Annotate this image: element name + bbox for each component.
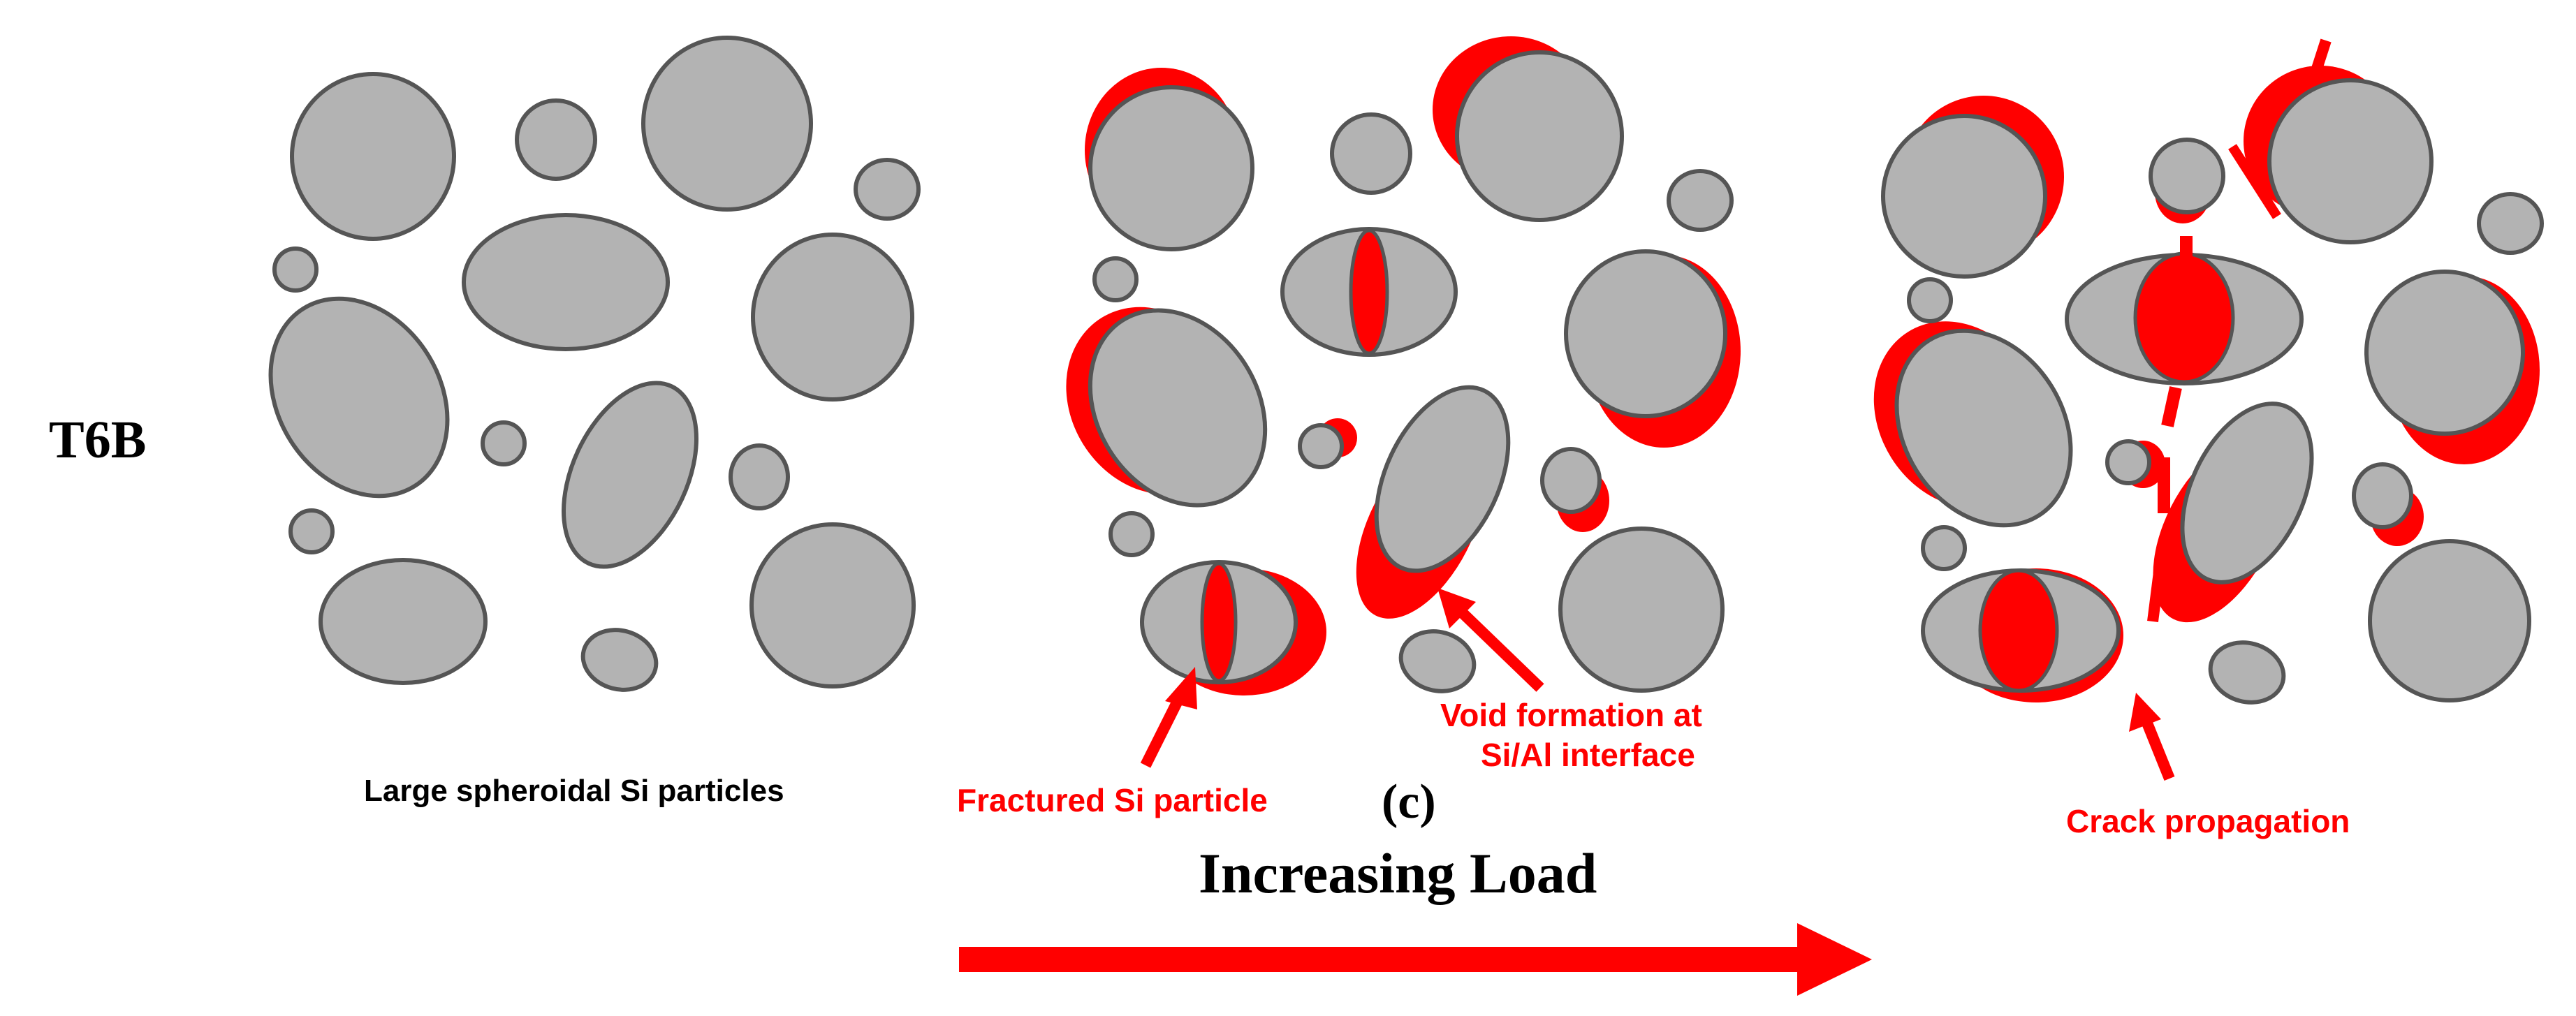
- si-particle: [290, 72, 456, 241]
- condition-label: T6B: [49, 411, 146, 469]
- si-particle: [2180, 402, 2314, 584]
- si-particle: [1894, 328, 2073, 528]
- si-particle: [2352, 462, 2413, 529]
- si-particle: [1907, 277, 1953, 323]
- si-particle: [854, 158, 921, 221]
- si-particle: [515, 98, 597, 181]
- panel-label: (c): [1382, 775, 1436, 829]
- si-particle: [1374, 385, 1511, 573]
- si-particle: [2267, 78, 2434, 244]
- particle-crack: [1351, 230, 1387, 353]
- particle-crack: [2135, 253, 2233, 382]
- si-particle: [2149, 138, 2225, 214]
- si-particle: [1667, 169, 1734, 232]
- si-particle: [1088, 85, 1254, 251]
- particle-crack-outline: [1349, 228, 1389, 355]
- crack-pointer-arrow: [2129, 693, 2175, 781]
- si-particle: [1088, 308, 1268, 508]
- si-particle: [580, 628, 659, 692]
- fracture-pointer-arrow: [1140, 667, 1197, 768]
- si-particle: [1108, 511, 1155, 557]
- si-particle: [1558, 527, 1725, 693]
- si-particle: [319, 558, 488, 685]
- si-particle: [1298, 423, 1344, 469]
- si-particle: [1092, 256, 1139, 302]
- si-particle: [1921, 525, 1967, 571]
- si-particle: [2105, 439, 2151, 485]
- stage-initial: [268, 36, 921, 692]
- si-particle: [288, 508, 335, 554]
- si-particle: [272, 246, 319, 293]
- si-particle: [2364, 270, 2525, 436]
- si-particle: [1540, 447, 1602, 514]
- crack-path: [2147, 38, 2332, 623]
- si-particle: [481, 420, 527, 466]
- si-particle: [2477, 192, 2544, 255]
- stage-intermediate: [1066, 36, 1741, 768]
- stage-final: [1873, 38, 2544, 781]
- si-particle: [2208, 640, 2286, 705]
- particle-crack: [1980, 570, 2057, 691]
- void-pointer-arrow: [1437, 588, 1544, 692]
- particle-crack-outline: [1200, 561, 1238, 683]
- si-particle: [562, 381, 698, 569]
- si-particle: [268, 296, 450, 499]
- fracture-label: Fractured Si particle: [957, 782, 1268, 818]
- load-arrow: [959, 923, 1872, 996]
- load-label: Increasing Load: [1199, 841, 1597, 905]
- si-particle: [751, 233, 914, 402]
- si-particle: [1564, 249, 1727, 418]
- si-particle: [641, 36, 813, 212]
- particle-crack: [1202, 564, 1236, 681]
- si-particle: [1330, 112, 1412, 195]
- si-particle: [462, 213, 670, 351]
- crack-label: Crack propagation: [2066, 803, 2350, 839]
- si-particle: [1881, 114, 2047, 279]
- si-particle: [2368, 539, 2531, 702]
- si-particle: [1455, 50, 1624, 222]
- si-particle: [749, 522, 916, 689]
- void-label-line-1: Void formation at: [1440, 697, 1702, 733]
- si-particle: [729, 443, 790, 510]
- particle-crack-outline: [1978, 568, 2059, 693]
- void-label-line-2: Si/Al interface: [1481, 737, 1695, 773]
- si-particle: [1398, 629, 1477, 693]
- initial-caption: Large spheroidal Si particles: [364, 774, 784, 808]
